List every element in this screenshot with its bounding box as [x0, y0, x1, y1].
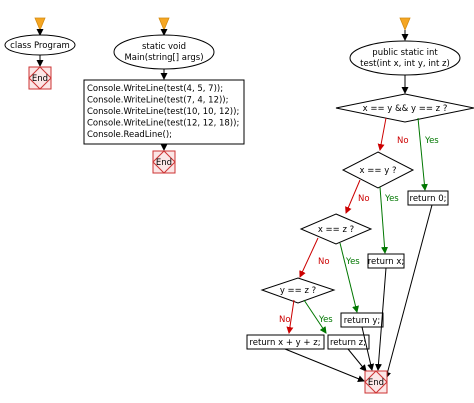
end-node-test[interactable]: End [364, 370, 388, 394]
flow-main: static void Main(string[] args) Console.… [83, 17, 245, 174]
no-label: No [279, 315, 291, 325]
decision-node[interactable] [335, 93, 474, 123]
end-node-main[interactable]: End [152, 150, 176, 174]
decision-node[interactable] [299, 213, 373, 245]
decision-condition: x == y && y == z ? [363, 104, 448, 114]
class-program-label: class Program [10, 41, 70, 51]
main-header-node[interactable] [113, 34, 215, 70]
start-marker-icon [158, 17, 170, 32]
no-label: No [318, 257, 330, 267]
code-line: Console.ReadLine(); [87, 130, 172, 140]
result-text: return x; [368, 257, 405, 267]
end-label-test: End [368, 378, 384, 388]
flow-class-program: class Program End [4, 17, 76, 90]
end-node-program[interactable]: End [28, 66, 52, 90]
code-line: Console.WriteLine(test(4, 5, 7)); [87, 84, 223, 94]
flow-test: public static int test(int x, int y, int… [246, 17, 474, 394]
test-header-line1: public static int [372, 48, 438, 58]
no-label: No [397, 136, 409, 146]
start-marker-icon [34, 17, 46, 32]
start-marker-icon [399, 17, 411, 32]
code-line: Console.WriteLine(test(10, 10, 12)); [87, 107, 239, 117]
main-code-block[interactable] [83, 79, 245, 145]
yes-label: Yes [424, 136, 439, 146]
decision-condition: x == z ? [318, 225, 354, 235]
code-line: Console.WriteLine(test(12, 12, 18)); [87, 119, 239, 129]
end-label-main: End [156, 158, 172, 168]
main-header-line2: Main(string[] args) [124, 53, 203, 63]
decision-node[interactable] [260, 277, 336, 304]
result-text: return y; [344, 316, 381, 326]
result-text: return 0; [410, 194, 447, 204]
decision-node[interactable] [341, 151, 415, 189]
decision-condition: x == y ? [360, 166, 397, 176]
code-line: Console.WriteLine(test(7, 4, 12)); [87, 96, 229, 106]
no-label: No [358, 194, 370, 204]
yes-label: Yes [384, 194, 399, 204]
yes-label: Yes [318, 315, 333, 325]
decision-condition: y == z ? [280, 286, 316, 296]
test-header-node[interactable] [349, 40, 461, 76]
test-header-line2: test(int x, int y, int z) [360, 59, 450, 69]
main-header-line1: static void [142, 42, 186, 52]
yes-label: Yes [345, 257, 360, 267]
result-text: return z; [330, 338, 366, 348]
end-label-program: End [32, 74, 48, 84]
fallthrough-text: return x + y + z; [249, 338, 320, 348]
result-box[interactable] [407, 190, 449, 206]
